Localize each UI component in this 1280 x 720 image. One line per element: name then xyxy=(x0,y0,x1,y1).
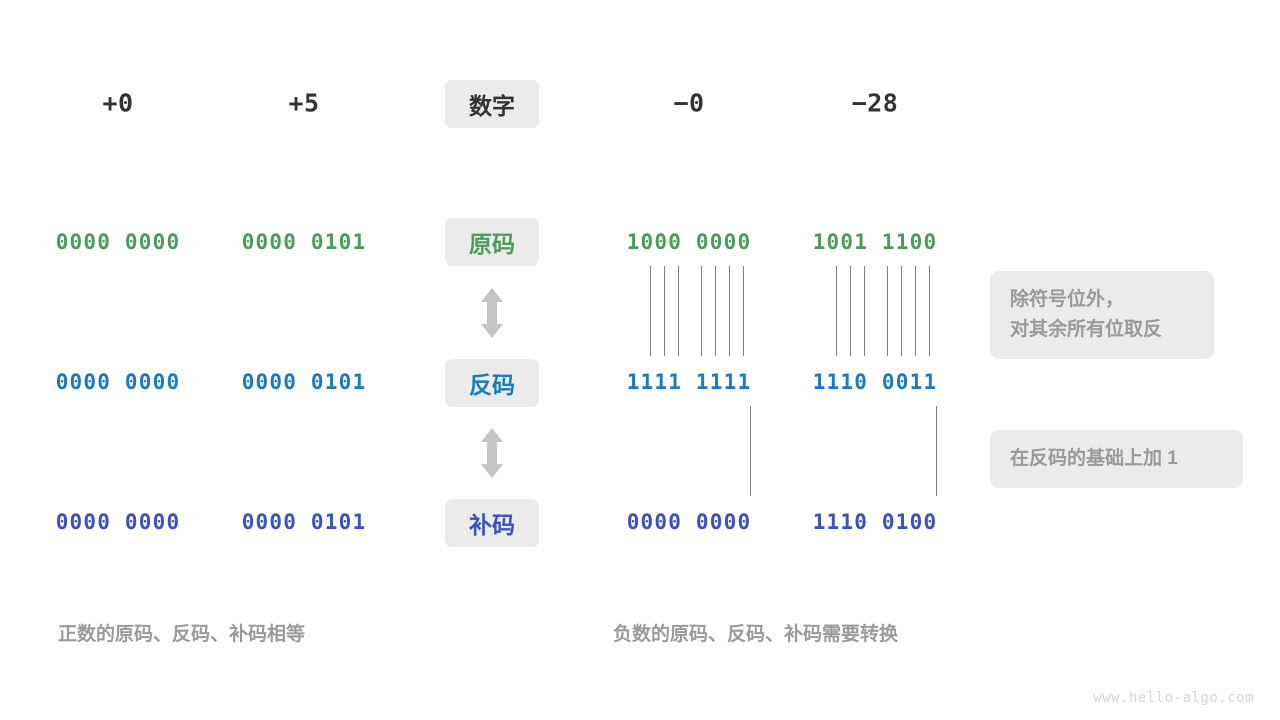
bits-fanma-minus-twentyeight: 1110 0011 xyxy=(812,370,938,394)
header-number-minus-zero: −0 xyxy=(673,88,705,118)
bit-connector-line xyxy=(901,266,902,356)
header-number-plus-zero: +0 xyxy=(102,88,134,118)
bit-connector-line xyxy=(915,266,916,356)
header-number-minus-twentyeight: −28 xyxy=(851,88,899,118)
bits-yuanma-minus-twentyeight: 1001 1100 xyxy=(812,230,938,254)
bit-connector-line xyxy=(929,266,930,356)
bit-connector-line xyxy=(664,266,665,356)
bits-yuanma-minus-zero: 1000 0000 xyxy=(626,230,752,254)
row-chip-fanma: 反码 xyxy=(445,359,539,407)
caption-positive: 正数的原码、反码、补码相等 xyxy=(58,624,306,645)
note-invert-bits: 除符号位外， 对其余所有位取反 xyxy=(990,271,1214,359)
watermark: www.hello-algo.com xyxy=(1093,690,1254,706)
bit-connector-line xyxy=(650,266,651,356)
bit-connector-line xyxy=(678,266,679,356)
row-chip-buma: 补码 xyxy=(445,499,539,547)
up-down-arrow-icon xyxy=(479,287,505,339)
bits-buma-minus-zero: 0000 0000 xyxy=(626,510,752,534)
note-add-one: 在反码的基础上加 1 xyxy=(990,430,1243,488)
bits-buma-plus-five: 0000 0101 xyxy=(241,510,367,534)
bit-connector-line xyxy=(743,266,744,356)
carry-connector-line xyxy=(750,406,751,496)
bits-buma-plus-zero: 0000 0000 xyxy=(55,510,181,534)
bits-buma-minus-twentyeight: 1110 0100 xyxy=(812,510,938,534)
bits-fanma-plus-zero: 0000 0000 xyxy=(55,370,181,394)
bit-connector-line xyxy=(887,266,888,356)
bits-fanma-minus-zero: 1111 1111 xyxy=(626,370,752,394)
bit-connector-line xyxy=(729,266,730,356)
caption-negative: 负数的原码、反码、补码需要转换 xyxy=(613,624,899,645)
up-down-arrow-icon xyxy=(479,427,505,479)
bits-yuanma-plus-five: 0000 0101 xyxy=(241,230,367,254)
bit-connector-line xyxy=(850,266,851,356)
bit-connector-line xyxy=(836,266,837,356)
header-chip-number: 数字 xyxy=(445,80,539,128)
bit-connector-line xyxy=(864,266,865,356)
bits-fanma-plus-five: 0000 0101 xyxy=(241,370,367,394)
carry-connector-line xyxy=(936,406,937,496)
bit-connector-line xyxy=(715,266,716,356)
header-number-plus-five: +5 xyxy=(288,88,320,118)
row-chip-yuanma: 原码 xyxy=(445,218,539,266)
bits-yuanma-plus-zero: 0000 0000 xyxy=(55,230,181,254)
bit-connector-line xyxy=(701,266,702,356)
